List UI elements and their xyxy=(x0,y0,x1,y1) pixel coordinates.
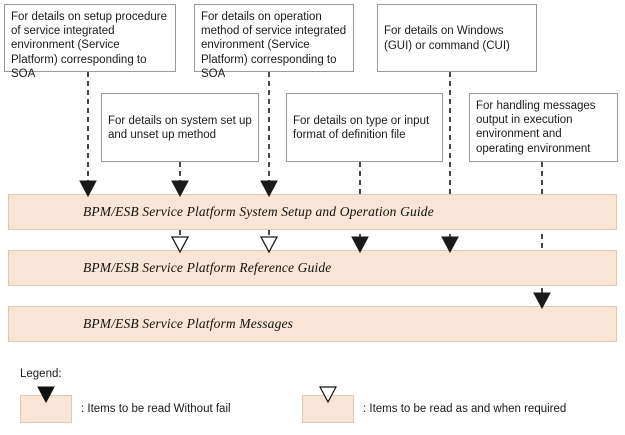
manual-bar-reference-guide[interactable]: BPM/ESB Service Platform Reference Guide xyxy=(8,250,617,286)
note-box-system-set-up[interactable]: For details on system set up and unset u… xyxy=(101,93,259,162)
legend-label: : Items to be read Without fail xyxy=(81,403,231,415)
legend-entry-must-read: : Items to be read Without fail xyxy=(20,386,231,423)
legend-swatch xyxy=(302,386,354,423)
note-box-handling-messages[interactable]: For handling messages output in executio… xyxy=(469,93,618,162)
manual-bar-label: BPM/ESB Service Platform Reference Guide xyxy=(83,260,332,275)
filled-arrow-icon xyxy=(37,386,55,404)
note-box-operation-method[interactable]: For details on operation method of servi… xyxy=(194,4,354,80)
note-box-setup-procedure[interactable]: For details on setup procedure of servic… xyxy=(4,4,176,80)
legend-title: Legend: xyxy=(20,368,62,380)
manual-bar-messages[interactable]: BPM/ESB Service Platform Messages xyxy=(8,306,617,342)
note-box-definition-file[interactable]: For details on type or input format of d… xyxy=(286,93,443,162)
note-box-windows-gui-cui[interactable]: For details on Windows (GUI) or command … xyxy=(377,4,537,72)
legend-label: : Items to be read as and when required xyxy=(363,403,567,415)
manual-bar-label: BPM/ESB Service Platform Messages xyxy=(83,316,294,331)
legend-entry-optional-read: : Items to be read as and when required xyxy=(302,386,567,423)
hollow-arrow-icon xyxy=(319,386,337,404)
manual-bar-system-setup-operation-guide[interactable]: BPM/ESB Service Platform System Setup an… xyxy=(8,194,617,230)
legend-swatch xyxy=(20,386,72,423)
manual-bar-label: BPM/ESB Service Platform System Setup an… xyxy=(83,204,434,219)
